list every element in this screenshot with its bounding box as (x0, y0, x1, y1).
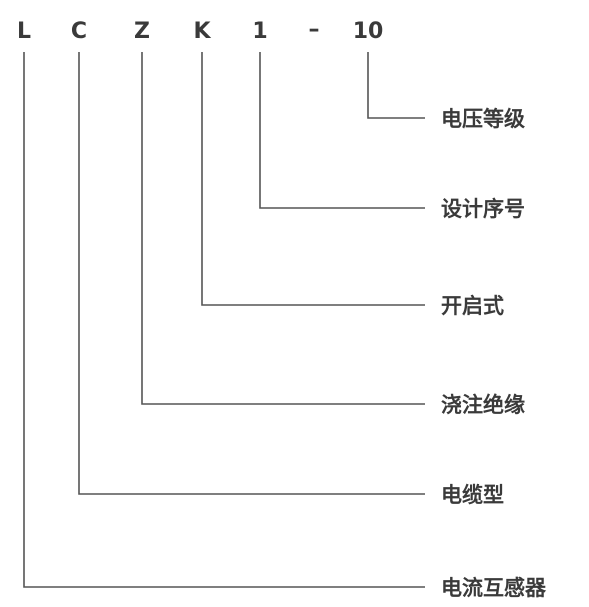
code-char-c: C (71, 19, 87, 44)
label-current-transformer: 电流互感器 (441, 576, 547, 600)
label-open-type: 开启式 (441, 294, 504, 318)
connector-line-cable-type (78, 52, 425, 495)
code-char-z: Z (134, 19, 150, 44)
code-char-l: L (17, 19, 31, 44)
code-char-dash: – (309, 17, 320, 42)
label-cast-insulation: 浇注绝缘 (441, 393, 525, 417)
connector-line-current-transformer (23, 52, 425, 588)
connector-line-design-serial (259, 52, 425, 209)
code-char-10: 10 (353, 19, 384, 44)
label-cable-type: 电缆型 (441, 483, 504, 507)
label-voltage-level: 电压等级 (441, 107, 525, 131)
code-char-k: K (193, 19, 211, 44)
connector-line-cast-insulation (141, 52, 425, 405)
code-char-1: 1 (252, 19, 267, 44)
connector-line-open-type (201, 52, 425, 306)
label-design-serial: 设计序号 (441, 197, 525, 221)
connector-line-voltage-level (367, 52, 425, 119)
